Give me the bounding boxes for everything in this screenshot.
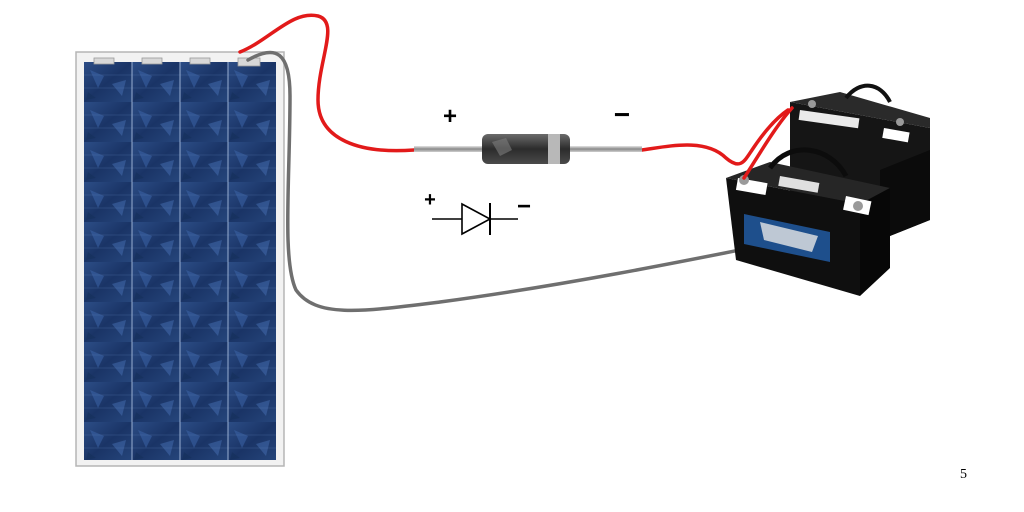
diode-schematic-symbol [432, 202, 518, 236]
diode-lead-left [414, 146, 484, 152]
symbol-anode-label: + [424, 189, 436, 211]
diode-anode-label: + [443, 103, 457, 130]
page-number: 5 [960, 467, 967, 482]
positive-wire-panel-to-diode [238, 13, 416, 153]
solar-panel [75, 51, 285, 467]
battery-bank [726, 83, 930, 296]
blocking-diode [414, 134, 642, 164]
battery-front [726, 147, 890, 296]
diode-cathode-band [548, 134, 560, 164]
symbol-cathode-label: − [517, 193, 531, 220]
solar-panel-busbars [131, 62, 229, 460]
positive-wire-diode-to-battery [640, 108, 790, 166]
battery-jumper-positive [742, 106, 794, 180]
diode-lead-right [568, 146, 642, 152]
diode-cathode-label: − [614, 99, 630, 130]
diode-symbol-triangle [461, 202, 492, 236]
